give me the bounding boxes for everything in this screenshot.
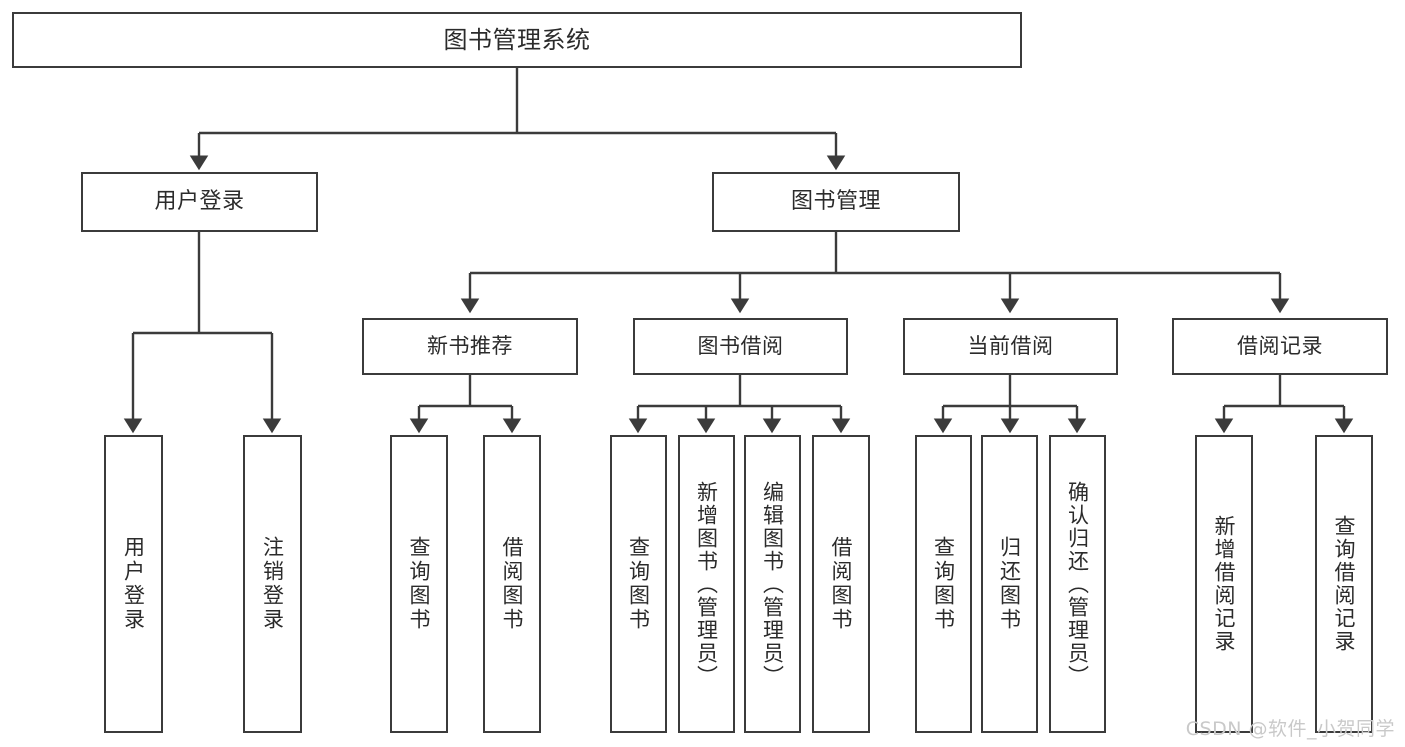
node-book-management[interactable]: 图书管理: [712, 172, 960, 232]
node-leaf-borrow-book-recommend-label: 借阅图书: [500, 536, 525, 632]
node-user-login-label: 用户登录: [154, 189, 245, 215]
node-leaf-edit-book-admin-label: 编辑图书（管理员）: [760, 480, 785, 688]
watermark-text: CSDN @软件_小贺同学: [1185, 718, 1395, 740]
node-user-login[interactable]: 用户登录: [81, 172, 318, 232]
node-leaf-query-book-recommend-label: 查询图书: [407, 536, 432, 632]
node-leaf-return-book-label: 归还图书: [997, 536, 1022, 632]
node-leaf-confirm-return-admin[interactable]: 确认归还（管理员）: [1049, 435, 1106, 733]
node-leaf-add-book-admin-label: 新增图书（管理员）: [694, 480, 719, 688]
node-root-label: 图书管理系统: [443, 25, 591, 54]
node-leaf-user-login[interactable]: 用户登录: [104, 435, 163, 733]
node-leaf-query-book-current-label: 查询图书: [931, 536, 956, 632]
node-book-management-label: 图书管理: [790, 189, 881, 215]
node-borrow-record-label: 借阅记录: [1237, 334, 1323, 359]
node-root-book-management-system[interactable]: 图书管理系统: [12, 12, 1022, 68]
node-leaf-query-borrow-record-label: 查询借阅记录: [1332, 515, 1357, 653]
node-leaf-query-book-borrow[interactable]: 查询图书: [610, 435, 667, 733]
node-leaf-query-book-borrow-label: 查询图书: [626, 536, 651, 632]
node-leaf-borrow-book-recommend[interactable]: 借阅图书: [483, 435, 541, 733]
node-leaf-add-book-admin[interactable]: 新增图书（管理员）: [678, 435, 735, 733]
node-new-book-recommend-label: 新书推荐: [427, 334, 513, 359]
node-leaf-return-book[interactable]: 归还图书: [981, 435, 1038, 733]
node-leaf-query-book-recommend[interactable]: 查询图书: [390, 435, 448, 733]
node-new-book-recommend[interactable]: 新书推荐: [362, 318, 578, 375]
node-current-borrow[interactable]: 当前借阅: [903, 318, 1118, 375]
node-current-borrow-label: 当前借阅: [967, 334, 1054, 359]
node-leaf-confirm-return-admin-label: 确认归还（管理员）: [1065, 480, 1090, 688]
node-book-borrow[interactable]: 图书借阅: [633, 318, 848, 375]
node-leaf-add-borrow-record-label: 新增借阅记录: [1212, 515, 1237, 653]
node-borrow-record[interactable]: 借阅记录: [1172, 318, 1388, 375]
node-leaf-borrow-book-label: 借阅图书: [829, 536, 854, 632]
node-leaf-logout-label: 注销登录: [260, 536, 285, 632]
node-leaf-user-login-label: 用户登录: [121, 536, 146, 632]
node-leaf-edit-book-admin[interactable]: 编辑图书（管理员）: [744, 435, 801, 733]
node-book-borrow-label: 图书借阅: [697, 334, 784, 359]
node-leaf-add-borrow-record[interactable]: 新增借阅记录: [1195, 435, 1253, 733]
node-leaf-query-book-current[interactable]: 查询图书: [915, 435, 972, 733]
node-leaf-borrow-book[interactable]: 借阅图书: [812, 435, 870, 733]
node-leaf-query-borrow-record[interactable]: 查询借阅记录: [1315, 435, 1373, 733]
node-leaf-logout[interactable]: 注销登录: [243, 435, 302, 733]
